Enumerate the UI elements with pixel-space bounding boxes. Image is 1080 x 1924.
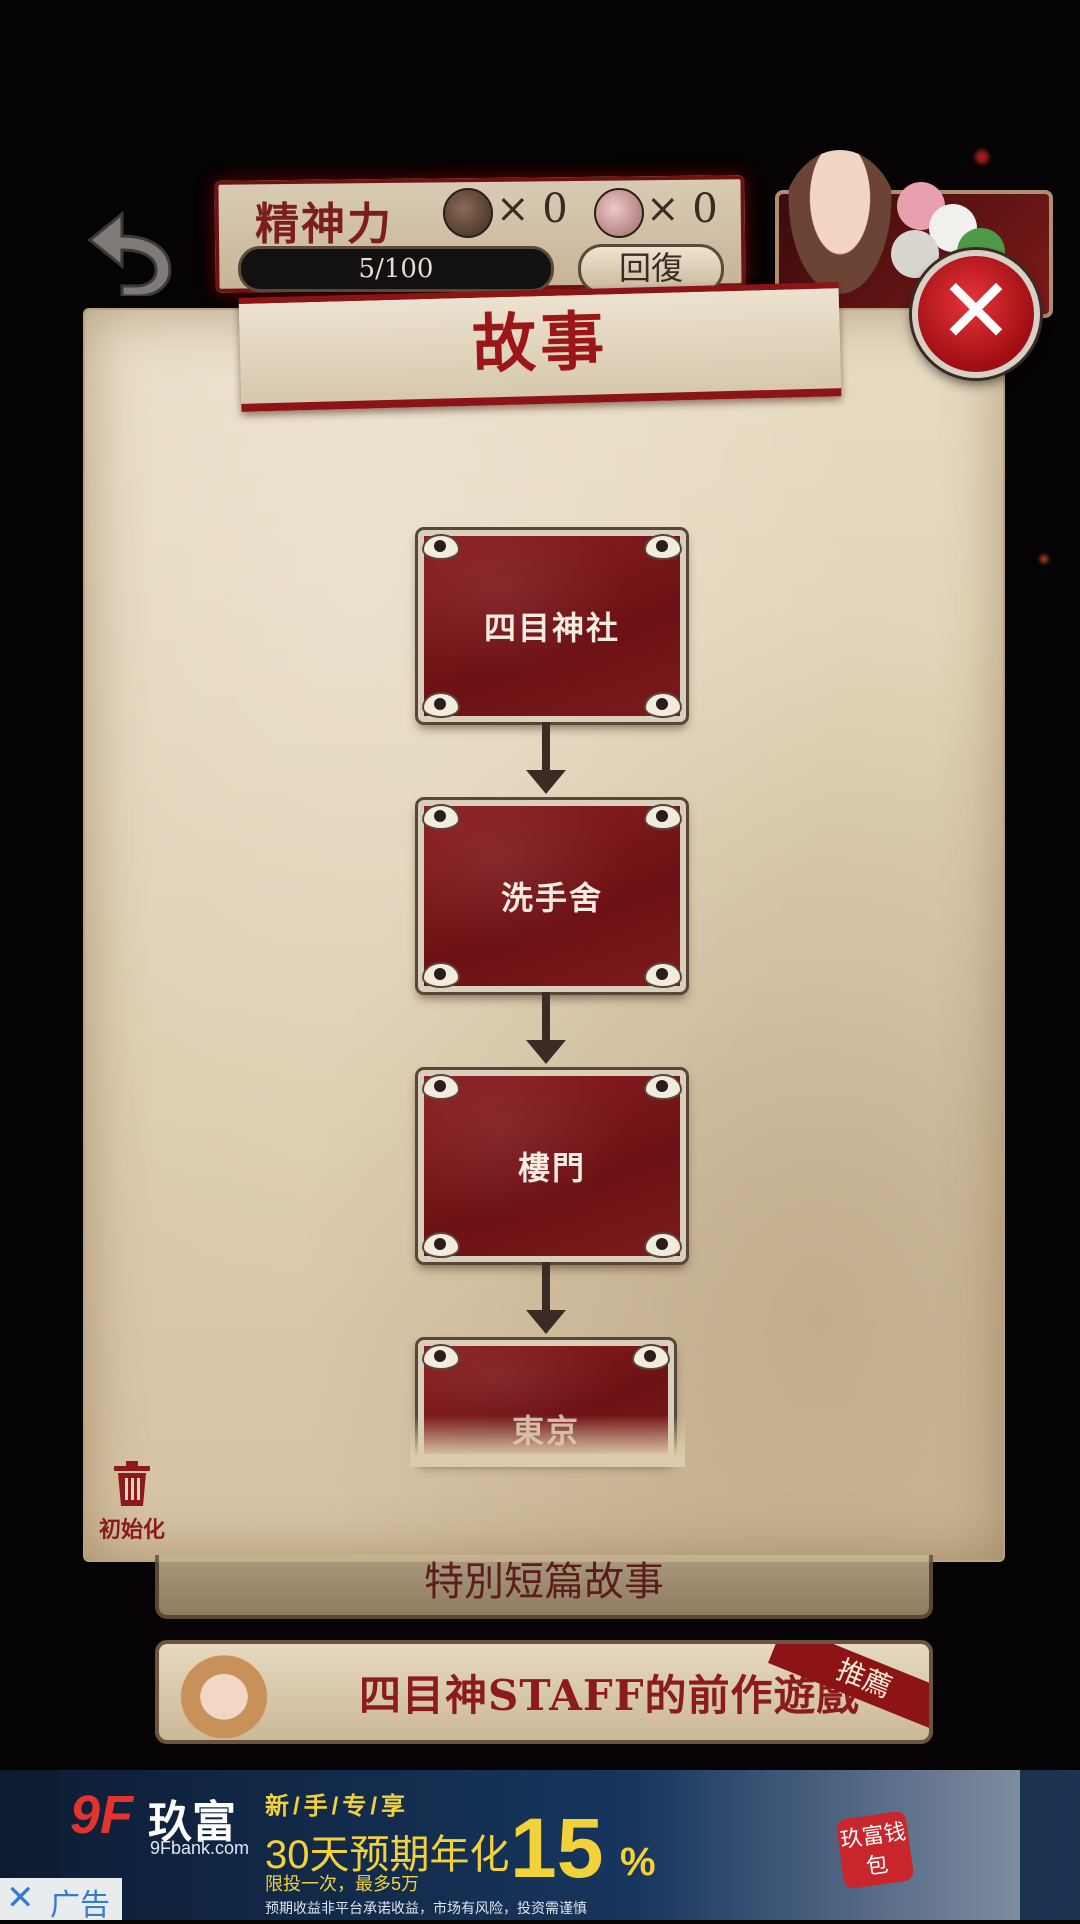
eye-icon (644, 804, 682, 830)
reset-label: 初始化 (98, 1517, 165, 1543)
ad-label-bar (0, 1878, 122, 1920)
ad-logo-mark: 9F (70, 1785, 134, 1845)
ad-banner[interactable]: 9F 玖富 9Fbank.com 新/手/专/享 30天预期年化 15 % 限投… (0, 1770, 1080, 1920)
story-node-2[interactable]: 洗手舍 (415, 797, 689, 995)
ad-disclaimer: 预期收益非平台承诺收益，市场有风险，投资需谨慎 (265, 1900, 587, 1916)
ember-particle (975, 150, 989, 164)
eye-icon (422, 534, 460, 560)
eye-icon (422, 962, 460, 988)
reset-button[interactable]: 初始化 (92, 1460, 172, 1543)
ad-headline: 30天预期年化 (265, 1833, 510, 1877)
ad-rate: 15 (510, 1801, 604, 1895)
special-story-button[interactable]: 特別短篇故事 (155, 1555, 933, 1619)
eye-icon (422, 692, 460, 718)
flow-arrow-icon (526, 722, 566, 794)
eye-icon (644, 534, 682, 560)
eye-icon (422, 804, 460, 830)
item2-count: × 0 (646, 186, 718, 232)
ad-label: 广告 (50, 1888, 110, 1923)
ad-logo-domain: 9Fbank.com (150, 1838, 250, 1858)
story-node-label: 樓門 (517, 1149, 586, 1187)
ad-close-icon[interactable]: ✕ (6, 1878, 35, 1918)
ad-tagline: 新/手/专/享 (265, 1793, 410, 1820)
ad-logo-text: 玖富 (148, 1798, 236, 1847)
staff-game-button[interactable]: 四目神STAFF的前作遊戲 推薦 (155, 1640, 933, 1744)
eye-icon (632, 1344, 670, 1370)
trash-icon (114, 1461, 150, 1506)
back-arrow-icon (87, 210, 172, 298)
eye-icon (644, 962, 682, 988)
item1-count: × 0 (496, 186, 568, 232)
story-node-3[interactable]: 樓門 (415, 1067, 689, 1265)
page-title: 故事 (471, 304, 610, 383)
rice-ball-icon (443, 188, 493, 238)
close-button[interactable]: ✕ (912, 250, 1040, 378)
back-button[interactable] (82, 200, 178, 298)
wallet-logo: 玖富钱包 (835, 1810, 915, 1890)
flow-arrow-icon (526, 992, 566, 1064)
flow-arrow-icon (526, 1262, 566, 1334)
character-portrait (169, 1644, 279, 1740)
eye-icon (422, 1074, 460, 1100)
story-node-label: 四目神社 (483, 609, 620, 647)
ad-rate-unit: % (620, 1840, 656, 1884)
eye-icon (644, 1074, 682, 1100)
story-node-1[interactable]: 四目神社 (415, 527, 689, 725)
staff-game-label: 四目神STAFF的前作遊戲 (359, 1671, 860, 1720)
eye-icon (422, 1344, 460, 1370)
scroll-fade (410, 1415, 685, 1467)
eye-icon (422, 1232, 460, 1258)
recover-button[interactable]: 回復 (578, 244, 724, 294)
eye-icon (644, 692, 682, 718)
story-node-label: 洗手舍 (500, 879, 603, 917)
ad-subtext: 限投一次，最多5万 (265, 1874, 420, 1894)
close-icon: ✕ (938, 259, 1014, 364)
ember-particle (1040, 555, 1048, 563)
stamina-bar: 5/100 (238, 246, 554, 292)
spirit-label: 精神力 (255, 199, 393, 250)
dango-icon (594, 188, 644, 238)
eye-icon (644, 1232, 682, 1258)
special-story-label: 特別短篇故事 (424, 1559, 664, 1605)
